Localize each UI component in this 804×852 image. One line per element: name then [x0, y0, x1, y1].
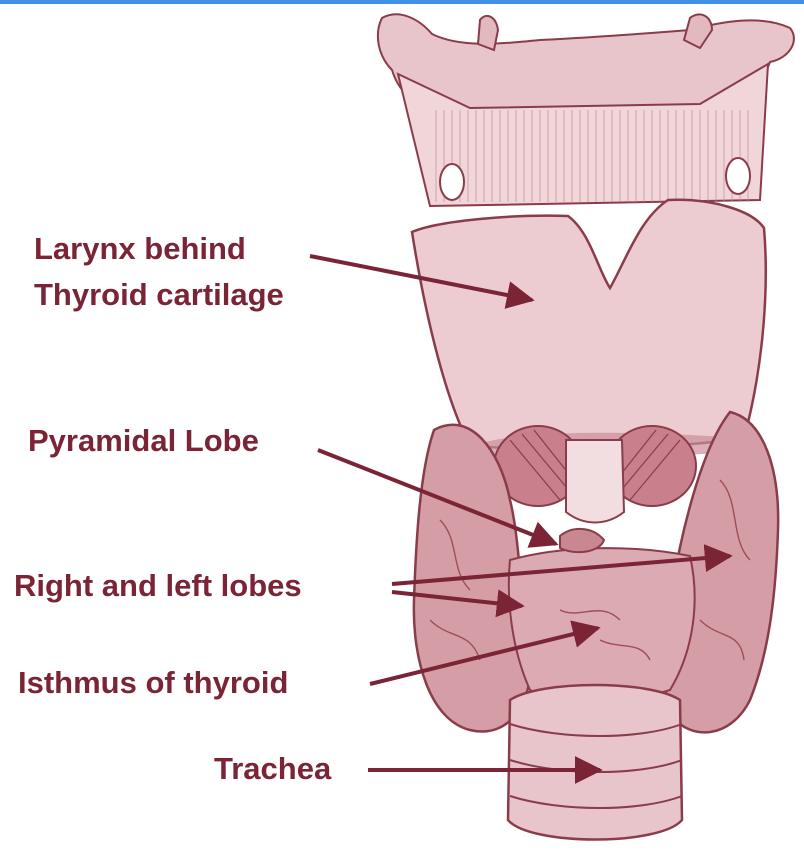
- cricoid-cartilage: [566, 440, 624, 523]
- membrane-striations: [430, 110, 750, 202]
- label-isthmus: Isthmus of thyroid: [18, 660, 288, 706]
- pyramidal-lobe: [560, 529, 604, 552]
- hyoid-horn-left: [478, 16, 498, 50]
- label-trachea: Trachea: [214, 746, 331, 792]
- label-larynx: Larynx behind Thyroid cartilage: [34, 226, 284, 318]
- label-pyramidal-lobe: Pyramidal Lobe: [28, 418, 259, 464]
- foramen-right: [726, 158, 750, 194]
- foramen-left: [440, 164, 464, 200]
- label-larynx-line1: Larynx behind: [34, 226, 284, 272]
- trachea: [508, 685, 682, 840]
- label-right-and-left-lobes: Right and left lobes: [14, 563, 302, 609]
- label-larynx-line2: Thyroid cartilage: [34, 272, 284, 318]
- thyroid-cartilage: [412, 200, 766, 449]
